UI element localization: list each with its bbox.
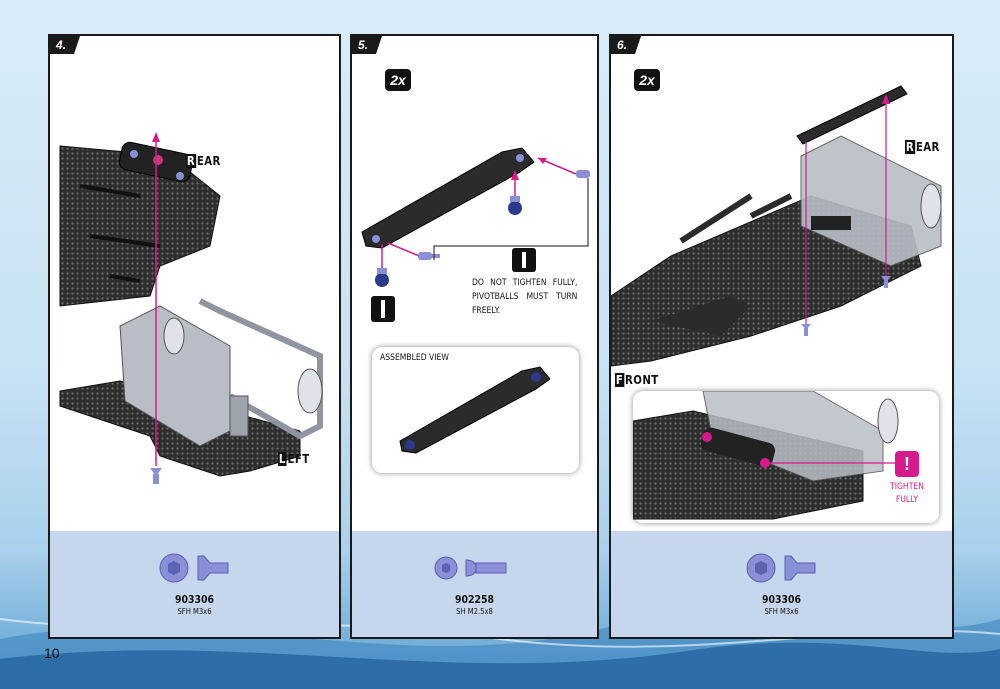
step-6-illustration — [611, 85, 942, 367]
screw-icon — [881, 276, 891, 288]
step-5-illustration — [361, 147, 590, 322]
flat-head-screw-icon — [159, 553, 229, 583]
flat-head-screw-icon — [746, 553, 816, 583]
inset-title: ASSEMBLED VIEW — [380, 353, 449, 363]
assembled-link-illustration — [399, 366, 551, 454]
step-number: 6. — [611, 36, 642, 54]
part-description: SFH M3x6 — [177, 607, 212, 616]
part-code: 903306 — [761, 593, 802, 606]
detail-illustration — [633, 391, 901, 520]
screw-icon — [801, 324, 811, 336]
quantity-badge: 2x — [385, 69, 411, 91]
step-5-panel: 5. 2x DO NOT TIGHTEN FULLY, PIV — [350, 34, 599, 639]
assembled-view-inset: ASSEMBLED VIEW — [372, 347, 579, 473]
part-description: SH M2.5x8 — [456, 607, 493, 616]
step-4-illustration — [59, 132, 323, 484]
screw-icon — [576, 170, 590, 178]
step-number: 4. — [50, 36, 81, 54]
quantity-badge: 2x — [634, 69, 660, 91]
tightening-note: DO NOT TIGHTEN FULLY, PIVOTBALLS MUST TU… — [472, 278, 578, 316]
part-code: 902258 — [454, 593, 495, 606]
step-number: 5. — [352, 36, 383, 54]
parts-strip: 903306 SFH M3x6 — [611, 531, 952, 637]
tighten-detail-inset: ! TIGHTEN FULLY — [633, 391, 939, 523]
parts-strip: 903306 SFH M3x6 — [50, 531, 339, 637]
page-number: 10 — [44, 645, 60, 661]
tighten-note: TIGHTEN FULLY — [890, 482, 924, 505]
screw-icon — [150, 468, 162, 484]
button-head-screw-icon — [434, 556, 507, 580]
pivot-ball-icon — [375, 268, 389, 287]
pivot-ball-icon — [508, 196, 522, 215]
warning-icon: ! — [895, 451, 919, 477]
part-description: SFH M3x6 — [764, 607, 799, 616]
screw-icon — [418, 252, 440, 260]
parts-strip: 902258 SH M2.5x8 — [352, 531, 597, 637]
part-code: 903306 — [174, 593, 215, 606]
